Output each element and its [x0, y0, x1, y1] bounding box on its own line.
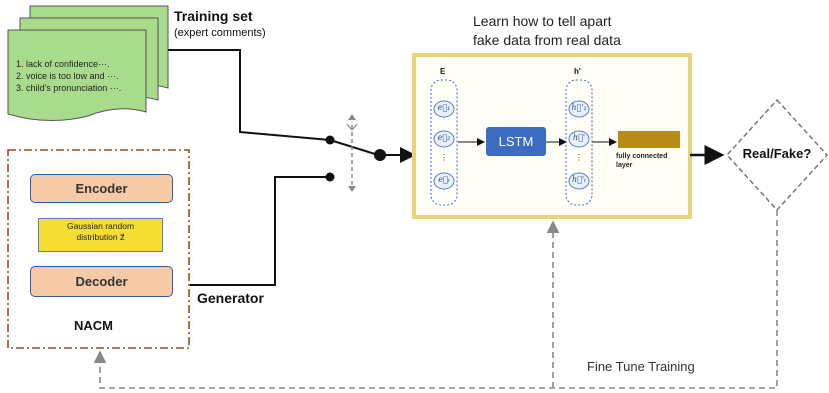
fc-line-2: layer [616, 162, 633, 169]
generator-frame [7, 149, 190, 349]
caption-line-1: Learn how to tell apart [473, 13, 612, 29]
e-vector-1: e⃗₁ [437, 103, 451, 112]
gaussian-line-2: distribution z⃗ [76, 232, 125, 242]
training-set-subtitle: (expert comments) [174, 27, 266, 39]
caption-line-2: fake data from real data [473, 32, 621, 48]
h-label: h' [574, 67, 581, 76]
generator-label: Generator [197, 290, 264, 306]
discriminator-caption: Learn how to tell apart fake data from r… [473, 12, 621, 50]
lstm-label: LSTM [498, 134, 534, 149]
fc-layer-label: fully connected layer [616, 152, 667, 170]
training-set-list: 1. lack of confidence···. 2. voice is to… [16, 58, 146, 94]
real-fake-label: Real/Fake? [742, 146, 812, 161]
training-line-1: 1. lack of confidence···. [16, 59, 110, 69]
decoder-block: Decoder [30, 266, 173, 297]
encoder-block: Encoder [30, 174, 173, 203]
fc-line-1: fully connected [616, 153, 668, 160]
gaussian-distribution-block: Gaussian random distribution z⃗ [38, 218, 163, 252]
training-line-3: 3. child's pronunciation ···. [16, 83, 122, 93]
switch-contact-fake [325, 172, 335, 182]
h-vector-2: h⃗' [572, 133, 586, 142]
e-vector-ellipsis: ⋮ [440, 153, 448, 162]
training-set-documents [7, 5, 169, 121]
e-label: E [440, 67, 446, 76]
h-vector-ellipsis: ⋮ [575, 153, 583, 162]
training-set-title: Training set [174, 8, 253, 24]
lstm-block [486, 127, 546, 156]
switch-pivot [374, 149, 386, 161]
e-vector-t: e⃗ₜ [438, 175, 450, 184]
training-line-2: 2. voice is too low and ···. [16, 71, 119, 81]
h-vector-1: h⃗'₁ [571, 103, 587, 112]
fine-tune-label: Fine Tune Training [587, 359, 695, 374]
h-vector-t: h⃗'ₜ [571, 175, 587, 184]
e-vector-2: e⃗₂ [437, 133, 451, 142]
e-column [430, 79, 458, 206]
h-column [565, 79, 593, 206]
fully-connected-layer [618, 131, 680, 148]
gaussian-line-1: Gaussian random [66, 221, 135, 231]
nacm-label: NACM [74, 318, 113, 333]
